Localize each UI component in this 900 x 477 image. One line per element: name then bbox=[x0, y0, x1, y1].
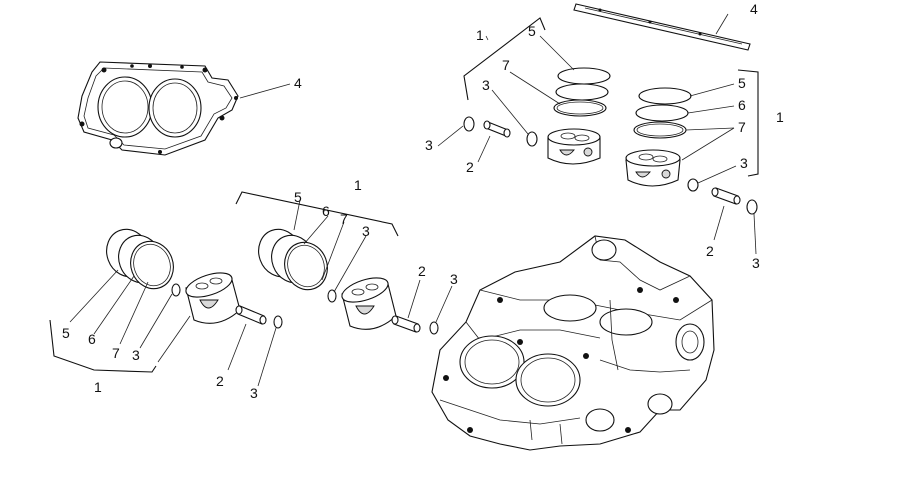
piston-set-left-b bbox=[258, 228, 439, 335]
piston-set-top-b bbox=[625, 87, 758, 215]
label-ring-second: 6 bbox=[738, 97, 746, 113]
label-ring-top: 5 bbox=[528, 23, 536, 39]
label-piston-set: 1 bbox=[94, 379, 102, 395]
label-ring-second: 6 bbox=[322, 203, 330, 219]
label-ring-oil: 7 bbox=[502, 57, 510, 73]
label-gasket: 4 bbox=[750, 1, 758, 17]
label-piston-pin: 2 bbox=[418, 263, 426, 279]
label-ring-oil: 7 bbox=[112, 345, 120, 361]
label-piston-set: 1 bbox=[476, 27, 484, 43]
label-piston-pin: 2 bbox=[706, 243, 714, 259]
label-circlip: 3 bbox=[425, 137, 433, 153]
label-circlip: 3 bbox=[740, 155, 748, 171]
callout-labels: 1 5 7 3 3 2 4 5 6 7 1 3 2 3 4 1 5 6 7 3 … bbox=[62, 1, 784, 401]
label-ring-top: 5 bbox=[738, 75, 746, 91]
label-gasket: 4 bbox=[294, 75, 302, 91]
label-ring-top: 5 bbox=[62, 325, 70, 341]
label-circlip: 3 bbox=[752, 255, 760, 271]
leader-lines bbox=[69, 13, 757, 387]
bracket-lines bbox=[49, 17, 759, 373]
engine-block bbox=[431, 235, 715, 451]
label-ring-oil: 7 bbox=[340, 211, 348, 227]
label-piston-set: 1 bbox=[354, 177, 362, 193]
label-circlip: 3 bbox=[250, 385, 258, 401]
label-ring-top: 5 bbox=[294, 189, 302, 205]
piston-set-left-a bbox=[106, 228, 283, 329]
label-circlip: 3 bbox=[450, 271, 458, 287]
label-circlip: 3 bbox=[362, 223, 370, 239]
label-piston-pin: 2 bbox=[216, 373, 224, 389]
label-circlip: 3 bbox=[482, 77, 490, 93]
label-circlip: 3 bbox=[132, 347, 140, 363]
head-gasket-left bbox=[77, 61, 239, 156]
head-gasket-right bbox=[573, 3, 751, 51]
piston-set-top-a bbox=[463, 67, 611, 165]
label-ring-second: 6 bbox=[88, 331, 96, 347]
label-ring-oil: 7 bbox=[738, 119, 746, 135]
label-piston-pin: 2 bbox=[466, 159, 474, 175]
label-piston-set: 1 bbox=[776, 109, 784, 125]
